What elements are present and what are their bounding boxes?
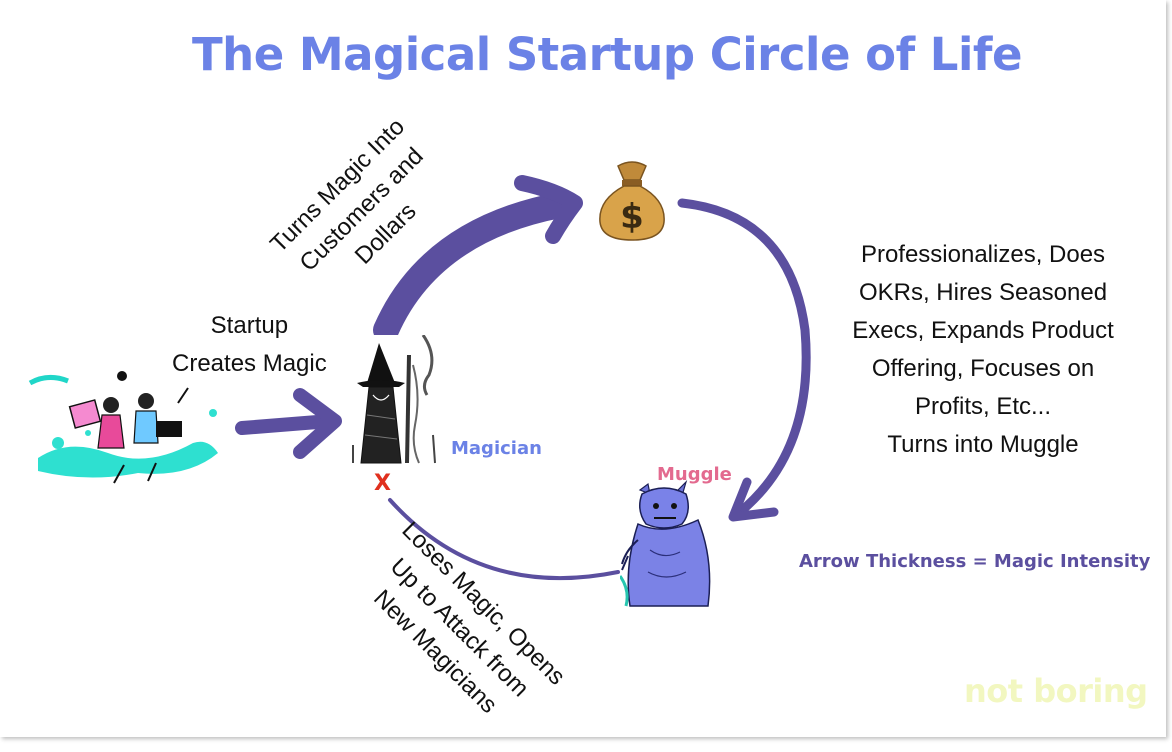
slide: The Magical Startup Circle of Life $: [28, 28, 1151, 719]
brand-logo: not boring: [964, 672, 1148, 710]
muggle-label: Muggle: [657, 464, 732, 485]
x-mark: X: [374, 471, 391, 496]
magician-label: Magician: [451, 438, 542, 459]
magician-to-money-arrow: [373, 175, 583, 343]
startup-to-magician-arrow: [235, 388, 342, 459]
legend-arrow-thickness: Arrow Thickness = Magic Intensity: [799, 551, 1151, 572]
startup-creates-magic-label: Startup Creates Magic: [172, 312, 327, 377]
professionalizes-label: Professionalizes, Does OKRs, Hires Seaso…: [852, 241, 1114, 458]
startup-riders-illustration: [28, 343, 228, 503]
muggle-to-magician-arrow: [388, 498, 620, 581]
money-bag-icon: $: [596, 160, 668, 249]
monster-illustration: [618, 479, 716, 613]
page-title: The Magical Startup Circle of Life: [191, 28, 1023, 81]
svg-text:$: $: [620, 197, 644, 237]
wizard-illustration: [349, 334, 437, 472]
money-to-muggle-arrow: [677, 198, 811, 522]
